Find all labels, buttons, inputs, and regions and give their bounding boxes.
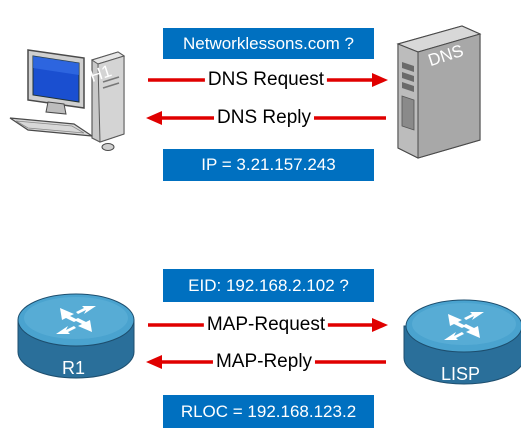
router-lisp-label: LISP [441,364,481,384]
router-r1-label: R1 [62,358,86,378]
dns-reply-label: DNS Reply [214,107,314,129]
lisp-query-box: EID: 192.168.2.102 ? [163,269,374,302]
dns-request-label: DNS Request [204,69,328,91]
lisp-answer-box: RLOC = 192.168.123.2 [163,395,374,428]
dns-query-box: Networklessons.com ? [163,28,374,59]
map-request-label: MAP-Request [203,314,329,336]
map-reply-label: MAP-Reply [212,351,316,373]
dns-answer-box: IP = 3.21.157.243 [163,149,374,181]
